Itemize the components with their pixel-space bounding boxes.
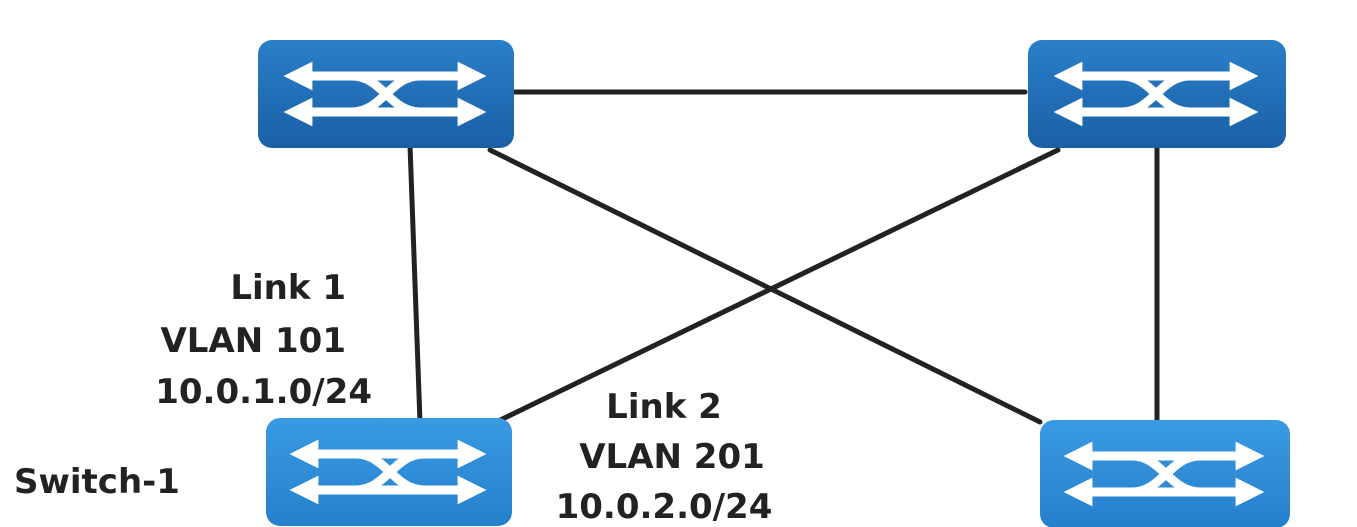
- link-2-vlan: VLAN 201: [579, 437, 765, 477]
- links: [407, 89, 1160, 428]
- switch-top-right: [1028, 40, 1286, 148]
- link-2-subnet: 10.0.2.0/24: [556, 487, 773, 527]
- network-switch-icon: [1063, 441, 1265, 507]
- link-1-subnet: 10.0.1.0/24: [155, 372, 372, 412]
- link-1-label-group: Link 1 VLAN 101 10.0.1.0/24: [155, 268, 372, 412]
- switch-1-label: Switch-1: [14, 462, 180, 502]
- switch-bottom-right: [1040, 420, 1290, 527]
- network-switch-icon: [1053, 61, 1259, 127]
- link-1-line: [407, 142, 423, 425]
- network-switch-icon: [289, 439, 487, 505]
- link-2-name: Link 2: [606, 387, 722, 427]
- switch-top-left: [258, 40, 514, 148]
- switch-bottom-left: [266, 418, 512, 526]
- link-1-name: Link 1: [230, 268, 346, 308]
- link-2-label-group: Link 2 VLAN 201 10.0.2.0/24: [556, 387, 773, 527]
- network-switch-icon: [283, 61, 487, 127]
- link-2-line: [487, 147, 1061, 428]
- link-top-left-to-bottom-right: [487, 147, 1043, 425]
- link-1-vlan: VLAN 101: [160, 321, 346, 361]
